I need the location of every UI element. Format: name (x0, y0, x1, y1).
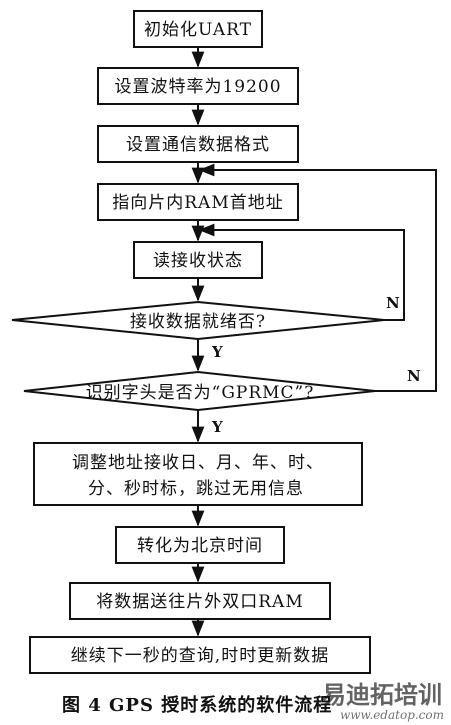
yes-label-header: Y (211, 418, 223, 436)
step-set-format-label: 设置通信数据格式 (126, 135, 270, 155)
step-read-status-label: 读接收状态 (153, 251, 243, 271)
step-continue-label: 继续下一秒的查询,时时更新数据 (71, 646, 329, 666)
figure-caption: 图 4 GPS 授时系统的软件流程 (62, 694, 332, 716)
step-init-uart-label: 初始化UART (144, 20, 252, 40)
step-convert-box (115, 526, 285, 564)
watermark-logo: 易迪拓培训 (322, 680, 442, 709)
yes-label-ready: Y (211, 343, 223, 361)
no-label-header: N (407, 367, 421, 385)
step-convert-label: 转化为北京时间 (137, 536, 263, 556)
step-send-box (69, 582, 331, 620)
step-set-baud-label: 设置波特率为19200 (114, 77, 281, 97)
decision-ready-label: 接收数据就绪否? (130, 312, 266, 332)
decision-header-label: 识别字头是否为“GPRMC”? (86, 383, 315, 403)
step-point-ram-label: 指向片内RAM首地址 (112, 193, 283, 213)
step-send-label: 将数据送往片外双口RAM (96, 592, 303, 612)
step-continue-box (29, 636, 371, 674)
watermark-url: www.edatop.com (340, 708, 444, 722)
loop-bad-header (198, 163, 437, 392)
step-adjust-label-line1: 调整地址接收日、月、年、时、 (72, 453, 324, 473)
loop-not-ready (198, 223, 405, 321)
no-label-ready: N (386, 294, 400, 312)
step-adjust-label-line2: 分、秒时标，跳过无用信息 (88, 479, 304, 499)
